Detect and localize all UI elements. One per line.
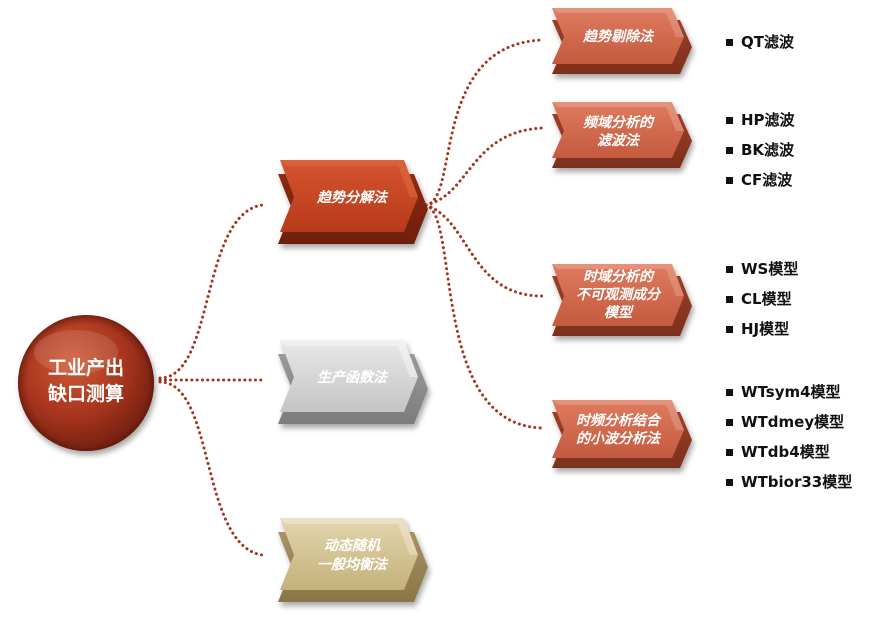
trend-method-block [278, 160, 428, 244]
square-bullet-icon [726, 419, 733, 426]
dsge-method-block [278, 518, 428, 602]
square-bullet-icon [726, 147, 733, 154]
connector-trend-freq [424, 126, 544, 207]
square-bullet-icon [726, 296, 733, 303]
connector-trend-time [424, 203, 544, 298]
square-bullet-icon [726, 479, 733, 486]
square-bullet-icon [726, 266, 733, 273]
model-item: HP滤波 [726, 110, 795, 140]
dsge-method-label-line1: 动态随机 [324, 537, 381, 554]
model-label: HJ模型 [741, 320, 790, 338]
model-item: HJ模型 [726, 319, 798, 349]
freq-submethod-label-line2: 滤波法 [597, 132, 641, 149]
detrend-submethod-label: 趋势剔除法 [582, 28, 655, 45]
model-item: CL模型 [726, 289, 798, 319]
freq-submethod-label-line1: 频域分析的 [583, 114, 655, 131]
connector-root-trend [158, 203, 264, 380]
connector-trend-detrend [424, 38, 544, 207]
wavelet-submethod-block [552, 400, 692, 468]
time-model-list: WS模型 CL模型 HJ模型 [726, 259, 798, 349]
model-item: CF滤波 [726, 170, 795, 200]
qt-model-list: QT滤波 [726, 32, 794, 62]
time-submethod-label-line3: 模型 [604, 304, 634, 321]
root-label-line2: 缺口测算 [48, 382, 124, 405]
model-label: HP滤波 [741, 111, 795, 129]
connector-root-dsge [158, 380, 264, 557]
model-item: WTdb4模型 [726, 442, 852, 472]
dsge-method-label-line2: 一般均衡法 [317, 556, 389, 573]
time-submethod-label-line1: 时域分析的 [583, 268, 655, 285]
wavelet-submethod-label-line2: 的小波分析法 [576, 430, 662, 447]
freq-submethod-block [552, 102, 692, 168]
trend-method-label: 趋势分解法 [316, 189, 389, 206]
square-bullet-icon [726, 449, 733, 456]
model-label: WTdmey模型 [741, 413, 845, 431]
detrend-submethod-block [552, 8, 692, 74]
model-label: QT滤波 [741, 33, 794, 51]
time-submethod-label-line2: 不可观测成分 [576, 286, 662, 303]
time-submethod-block [552, 264, 692, 336]
connector-trend-wavelet [424, 203, 544, 430]
square-bullet-icon [726, 177, 733, 184]
model-item: WS模型 [726, 259, 798, 289]
model-label: BK滤波 [741, 141, 795, 159]
model-item: WTdmey模型 [726, 412, 852, 442]
model-label: CL模型 [741, 290, 792, 308]
model-item: QT滤波 [726, 32, 794, 62]
root-label-line1: 工业产出 [48, 356, 124, 379]
root-node [18, 315, 154, 451]
wavelet-model-list: WTsym4模型 WTdmey模型 WTdb4模型 WTbior33模型 [726, 382, 852, 502]
square-bullet-icon [726, 39, 733, 46]
model-item: WTsym4模型 [726, 382, 852, 412]
model-item: BK滤波 [726, 140, 795, 170]
square-bullet-icon [726, 117, 733, 124]
model-label: WTsym4模型 [741, 383, 841, 401]
model-label: WTdb4模型 [741, 443, 830, 461]
production-method-block [278, 340, 428, 424]
wavelet-submethod-label-line1: 时频分析结合 [576, 412, 662, 429]
production-method-label: 生产函数法 [317, 369, 389, 386]
model-label: CF滤波 [741, 171, 793, 189]
square-bullet-icon [726, 389, 733, 396]
model-label: WTbior33模型 [741, 473, 853, 491]
square-bullet-icon [726, 326, 733, 333]
model-label: WS模型 [741, 260, 799, 278]
model-item: WTbior33模型 [726, 472, 852, 502]
freq-model-list: HP滤波 BK滤波 CF滤波 [726, 110, 795, 200]
